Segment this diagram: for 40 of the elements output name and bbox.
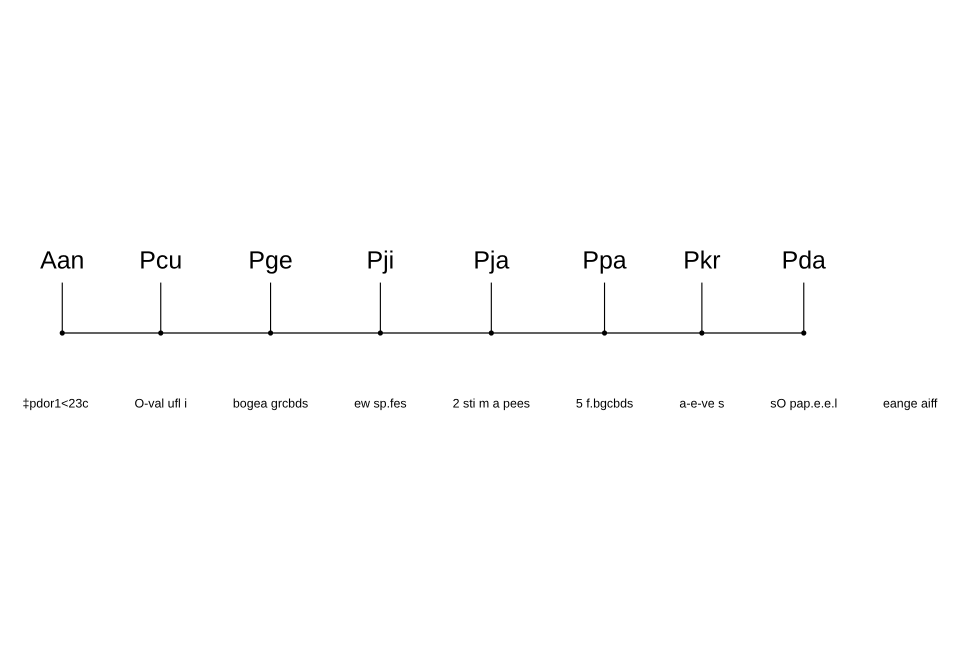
node-point [698,330,704,336]
label: 5 f.bgcbds [575,396,633,410]
connector [606,332,700,334]
label: bogea grcbds [232,396,308,410]
node-point [601,330,607,336]
node-text: Ppa [582,246,626,274]
node-point [158,330,163,336]
node-text: Pcu [138,246,182,274]
label: sO pap.e.e.l [770,396,837,410]
connector [802,282,804,330]
node-text: Pkr [682,246,720,274]
connector [270,282,271,330]
connector [490,282,492,330]
node-text: Pge [248,246,292,274]
label: ‡pdor1<23c [22,396,88,410]
node-point [800,330,806,336]
node-text: Pda [781,246,826,274]
connector [704,332,801,334]
connector [64,332,158,334]
label: O-val ufl i [134,396,187,410]
connector [493,332,602,334]
connector [603,282,605,330]
connector [379,282,380,330]
connector [162,332,268,334]
node-point [59,330,64,336]
node-point [267,330,273,336]
node-text: Pja [472,246,509,274]
label: a-e-ve s [678,396,724,410]
node-text: Pji [366,246,394,274]
connector [382,332,489,334]
node-point [377,330,382,336]
label: ew sp.fes [354,396,406,410]
connector [700,282,702,330]
connector [160,282,161,330]
connector [272,332,378,334]
connector [61,282,62,330]
node-text: Aan [40,246,84,274]
label: 2 sti m a pees [452,396,530,410]
node-point [488,330,494,336]
label: eange aiff [882,396,937,410]
